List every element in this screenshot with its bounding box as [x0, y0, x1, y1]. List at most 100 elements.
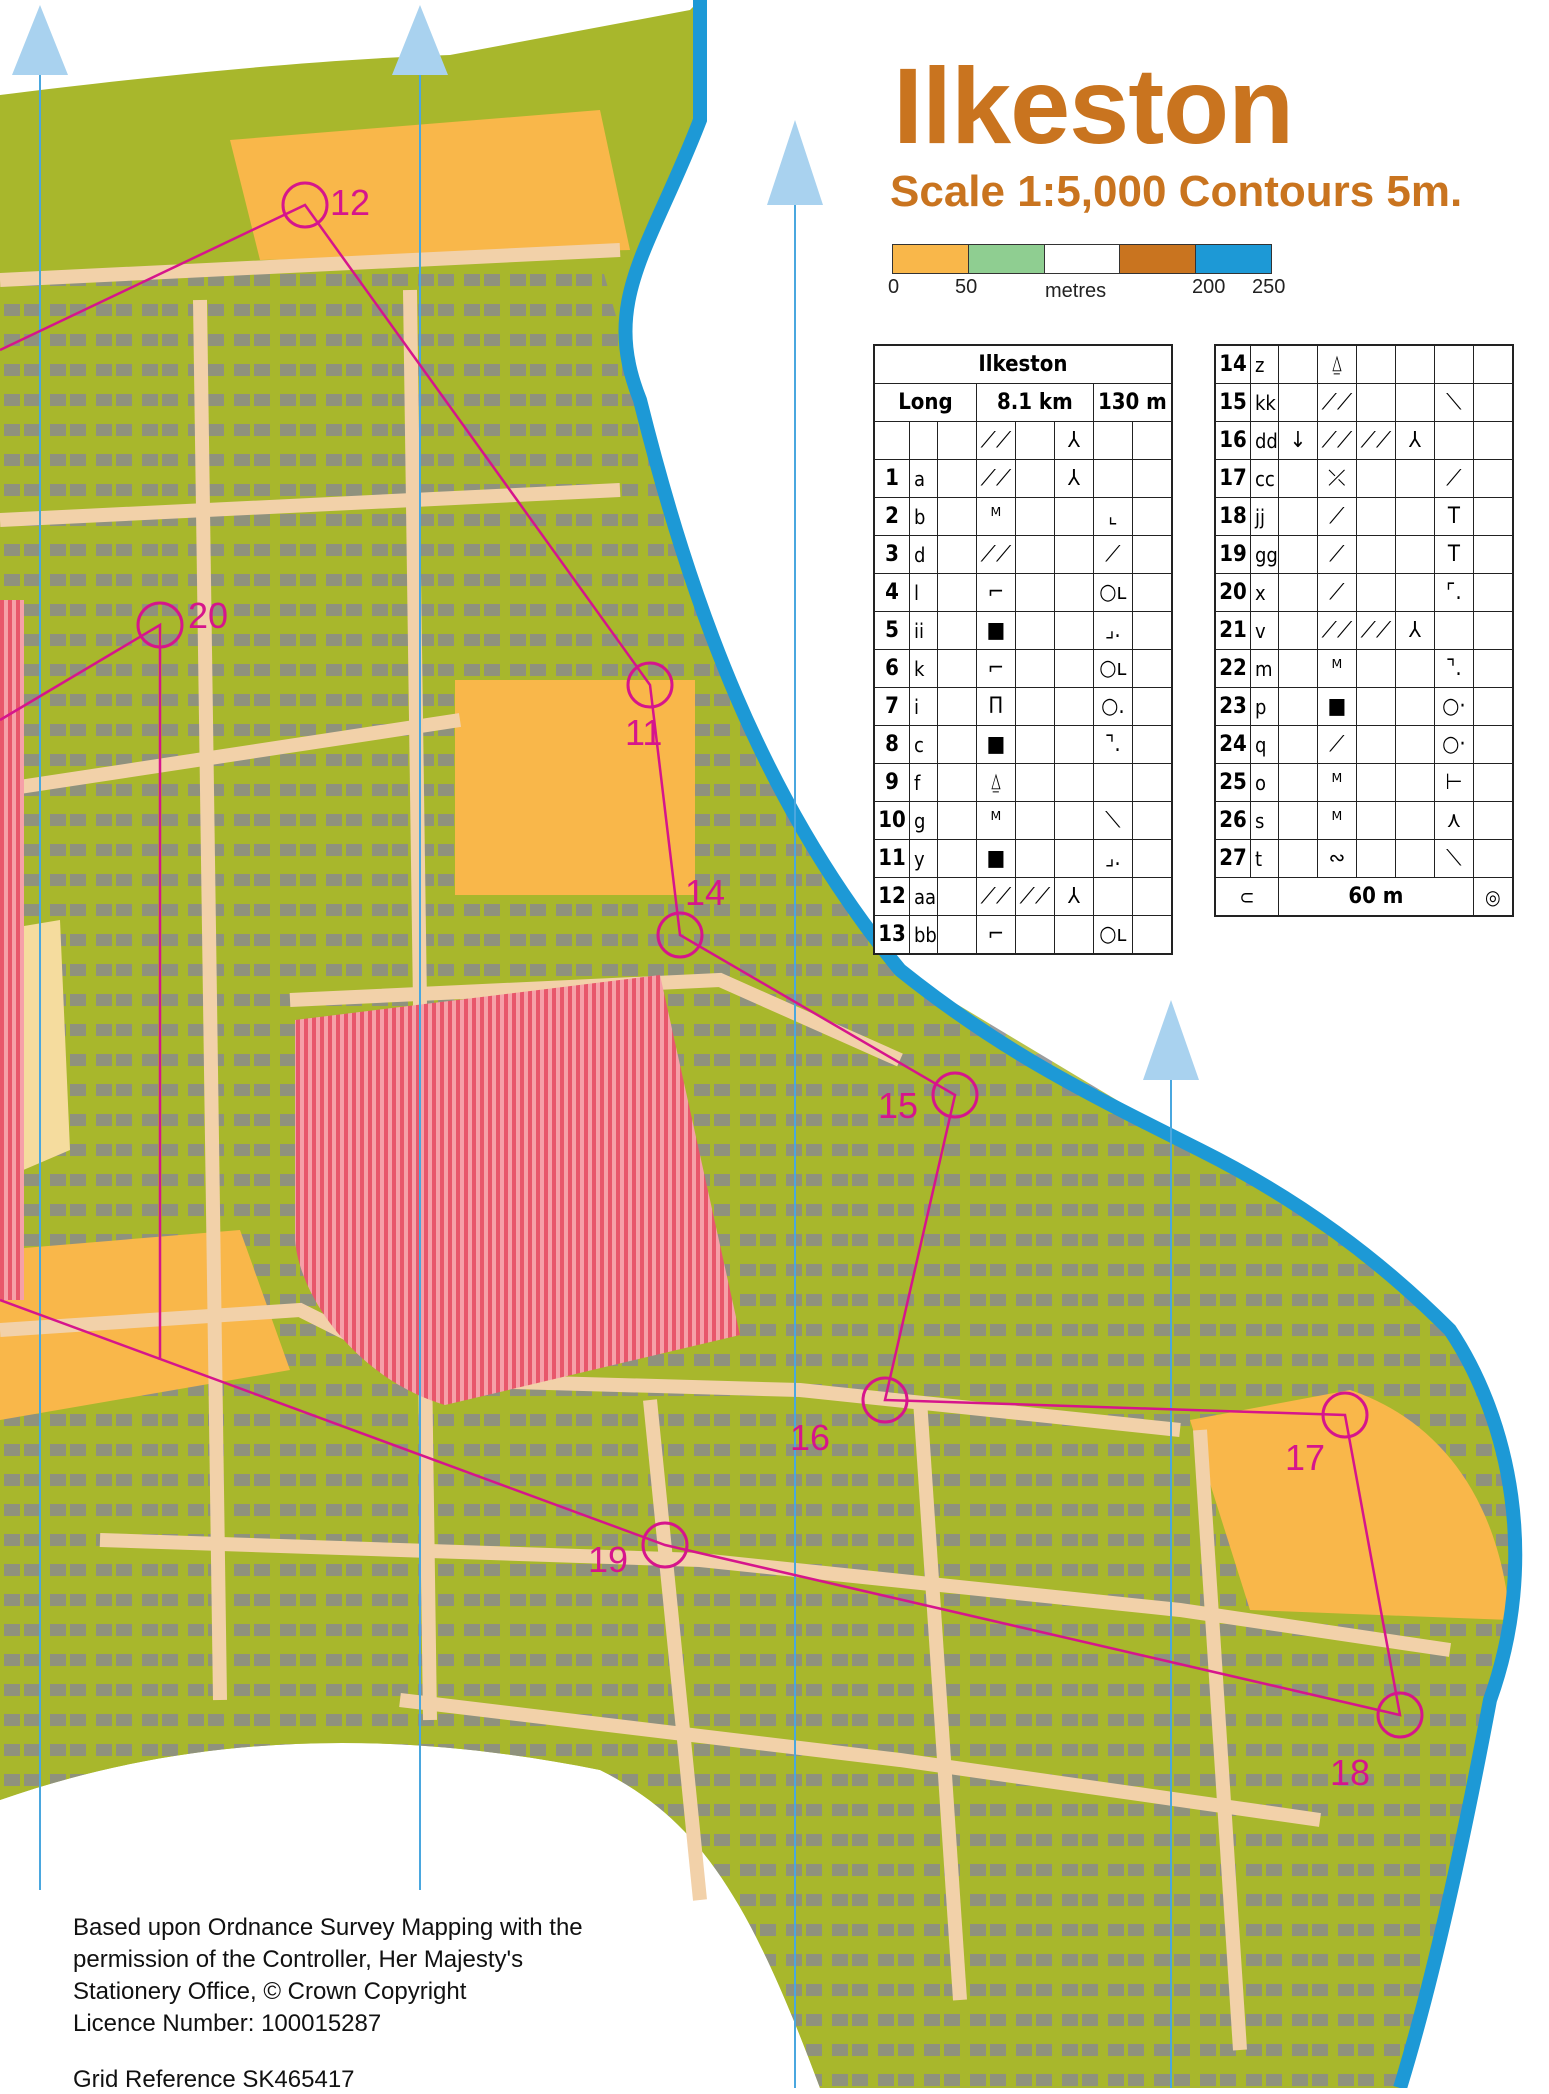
control-label-17: 17	[1285, 1437, 1325, 1478]
cd-cell-code: dd	[1250, 421, 1279, 460]
cd-cell-c5	[1355, 535, 1396, 574]
cd-cell-c8	[1472, 535, 1514, 574]
cd-cell-c5	[1014, 421, 1055, 460]
cd-cell-c6	[1053, 801, 1094, 840]
cd-cell-c6: ⅄	[1053, 877, 1094, 916]
cd-cell-c4: ■	[975, 725, 1016, 764]
cd-cell-c5: ⟋⟋	[1014, 877, 1055, 916]
cd-cell-c6	[1394, 649, 1435, 688]
cd-cell-c5	[1355, 839, 1396, 878]
control-label-14: 14	[685, 872, 725, 913]
cd-cell-num: 24	[1214, 725, 1251, 764]
cd-cell-code: cc	[1250, 459, 1279, 498]
scale-segment	[1044, 245, 1121, 273]
cd-cell-c6	[1394, 344, 1435, 384]
cd-cell-c7: ⟍	[1433, 383, 1474, 422]
cd-cell-c4: Π	[975, 687, 1016, 726]
cd-cell-c6: ⅄	[1053, 421, 1094, 460]
cd-cell-c5	[1014, 687, 1055, 726]
cd-cell-num: 20	[1214, 573, 1251, 612]
cd-cell-c7: ⌜.	[1433, 573, 1474, 612]
cd-cell-code: p	[1250, 687, 1279, 726]
credit-line: Licence Number: 100015287	[73, 2010, 382, 2037]
cd-cell-c3	[1277, 535, 1318, 574]
cd-cell-c4: ⟋⟋	[1316, 611, 1357, 650]
cd-cell-c6: ⅄	[1053, 459, 1094, 498]
cd-cell-code	[909, 421, 938, 460]
cd-cell-c3	[1277, 573, 1318, 612]
housing-area	[0, 260, 1516, 2088]
cd-cell-c4: ■	[975, 839, 1016, 878]
cd-cell-c3	[1277, 649, 1318, 688]
cd-cell-c3	[1277, 611, 1318, 650]
cd-cell-code: bb	[909, 915, 938, 955]
cd-cell-code: kk	[1250, 383, 1279, 422]
open-land-east	[1190, 1390, 1510, 1620]
cd-cell-c8	[1131, 687, 1173, 726]
cd-cell-c5	[1355, 725, 1396, 764]
cd-cell-c7: ⌝.	[1092, 725, 1133, 764]
control-label-18: 18	[1330, 1752, 1370, 1793]
scale-label: metres	[1045, 280, 1107, 302]
cd-cell-c8	[1131, 573, 1173, 612]
cd-cell-c4: ᴹ	[1316, 763, 1357, 802]
cd-cell-c8	[1131, 649, 1173, 688]
cd-cell-c3	[936, 687, 977, 726]
cd-cell-c3	[936, 801, 977, 840]
copyright-credit: Based upon Ordnance Survey Mapping with …	[73, 1912, 633, 2040]
cd-cell-c8	[1472, 687, 1514, 726]
cd-cell-c5	[1355, 573, 1396, 612]
cd-cell-c3	[936, 649, 977, 688]
cd-cell-c7: ⌝.	[1433, 649, 1474, 688]
cd-cell-c8	[1472, 421, 1514, 460]
cd-cell-c4: ⟋⟋	[975, 535, 1016, 574]
cd-cell-c6	[1053, 649, 1094, 688]
cd-cell-code: t	[1250, 839, 1279, 878]
cd-cell-code: s	[1250, 801, 1279, 840]
cd-cell-code: y	[909, 839, 938, 878]
scale-bar	[892, 244, 1272, 274]
cd-cell-c4: ⌐	[975, 915, 1016, 955]
cd-cell-num: 22	[1214, 649, 1251, 688]
control-label-19: 19	[588, 1539, 628, 1580]
cd-cell-num: 18	[1214, 497, 1251, 536]
cd-cell-c6	[1394, 801, 1435, 840]
cd-cell-c3	[936, 459, 977, 498]
cd-cell-c6	[1394, 725, 1435, 764]
cd-cell-num: 23	[1214, 687, 1251, 726]
cd-cell-c3	[1277, 801, 1318, 840]
cd-cell-code: k	[909, 649, 938, 688]
cd-course: Long	[873, 383, 977, 422]
cd-cell-c4: ⌐	[975, 573, 1016, 612]
cd-cell-c3	[936, 763, 977, 802]
cd-cell-c8	[1131, 535, 1173, 574]
credit-line: Based upon Ordnance Survey Mapping with …	[73, 1914, 583, 1941]
cd-cell-c4: ⟋	[1316, 497, 1357, 536]
cd-cell-c6	[1053, 535, 1094, 574]
cd-cell-c6	[1053, 839, 1094, 878]
cd-cell-c7: ⊢	[1433, 763, 1474, 802]
cd-cell-c8	[1131, 611, 1173, 650]
cd-cell-num: 2	[873, 497, 910, 536]
cd-event: Ilkeston	[873, 344, 1173, 384]
cd-cell-c3	[936, 573, 977, 612]
cd-cell-c7: T	[1433, 497, 1474, 536]
cd-cell-num: 17	[1214, 459, 1251, 498]
cd-cell-num: 25	[1214, 763, 1251, 802]
scale-segment	[1120, 245, 1197, 273]
cd-cell-c7: ⌟.	[1092, 611, 1133, 650]
cd-cell-c7: ⌟.	[1092, 839, 1133, 878]
out-of-bounds-square	[295, 975, 740, 1405]
cd-cell-code: g	[909, 801, 938, 840]
cd-cell-c5	[1014, 915, 1055, 955]
